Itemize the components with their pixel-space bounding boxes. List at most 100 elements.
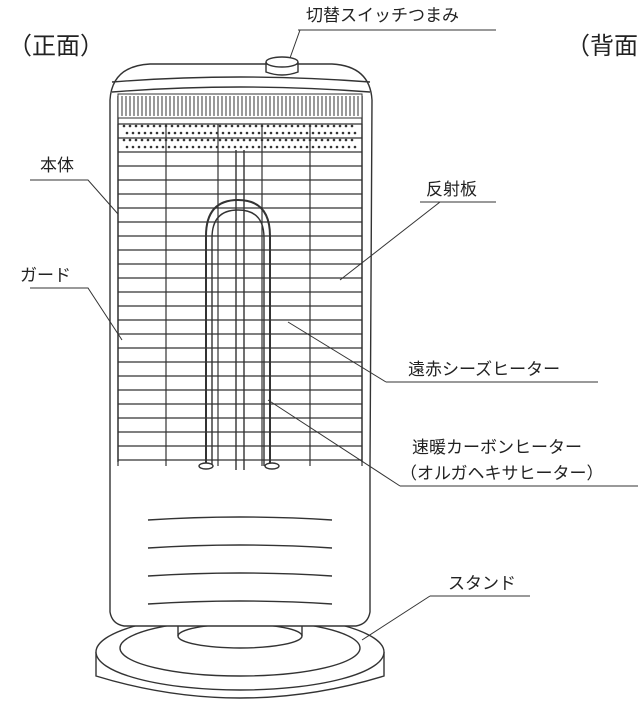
perforation-dot	[317, 131, 321, 135]
perforation-dot	[299, 145, 303, 149]
perforation-dot	[155, 145, 159, 149]
perforation-dot	[131, 145, 135, 149]
perforation-dot	[218, 124, 222, 128]
orgahexa-heater-label: （オルガヘキサヒーター）	[400, 464, 604, 484]
perforation-dot	[242, 124, 246, 128]
perforation-dot	[266, 138, 270, 142]
perforation-dot	[332, 124, 336, 128]
perforation-dot	[248, 124, 252, 128]
perforation-dot	[320, 124, 324, 128]
perforation-dot	[125, 131, 129, 135]
perforation-dot	[188, 124, 192, 128]
perforation-dot	[245, 131, 249, 135]
heater-elements	[198, 150, 280, 470]
perforation-dot	[281, 145, 285, 149]
perforation-dot	[137, 145, 141, 149]
perforation-dot	[200, 138, 204, 142]
perforation-dot	[287, 131, 291, 135]
perforation-dot	[281, 131, 285, 135]
leader-lines	[30, 29, 638, 641]
perforation-dot	[227, 131, 231, 135]
perforation-dot	[290, 124, 294, 128]
perforation-dot	[179, 131, 183, 135]
perforation-dot	[290, 138, 294, 142]
perforation-dot	[230, 138, 234, 142]
perforation-dot	[176, 124, 180, 128]
perforation-dot	[122, 138, 126, 142]
perforation-dot	[293, 145, 297, 149]
top-vents	[117, 93, 363, 119]
perforation-dot	[194, 138, 198, 142]
perforation-dot	[305, 145, 309, 149]
perforation-dot	[161, 145, 165, 149]
perforation-dot	[122, 124, 126, 128]
carbon-heater-label: 速暖カーボンヒーター	[412, 438, 582, 458]
perforation-dot	[275, 131, 279, 135]
perforation-dot	[212, 138, 216, 142]
vent-lines	[121, 96, 359, 116]
perforation-dot	[203, 131, 207, 135]
perforation-dot	[332, 138, 336, 142]
perforation-dot	[269, 131, 273, 135]
perforation-dot	[173, 145, 177, 149]
heater-body	[109, 63, 373, 627]
perforation-dot	[239, 131, 243, 135]
perforation-dot	[209, 131, 213, 135]
perforation-dot	[149, 131, 153, 135]
perforation-dot	[278, 124, 282, 128]
perforation-dot	[326, 124, 330, 128]
perforation-dot	[296, 138, 300, 142]
perforation-dot	[323, 131, 327, 135]
perforation-dot	[341, 131, 345, 135]
guard-wires	[117, 123, 363, 466]
perforation-dot	[137, 131, 141, 135]
perforation-dot	[254, 124, 258, 128]
perforation-dot	[206, 138, 210, 142]
perforation-dot	[320, 138, 324, 142]
perforation-dot	[353, 131, 357, 135]
perforation-dot	[203, 145, 207, 149]
front-view-label: （正面）	[8, 32, 104, 60]
perforation-dot	[173, 131, 177, 135]
perforation-dot	[296, 124, 300, 128]
perforation-dot	[200, 124, 204, 128]
perforation-dot	[239, 145, 243, 149]
perforation-dot	[335, 131, 339, 135]
guard-label: ガード	[20, 266, 71, 286]
perforation-dot	[233, 145, 237, 149]
perforation-dot	[272, 138, 276, 142]
perforation-dot	[263, 145, 267, 149]
perforation-dot	[323, 145, 327, 149]
perforation-dot	[158, 138, 162, 142]
perforation-dot	[251, 145, 255, 149]
perforation-dot	[128, 138, 132, 142]
perforation-dot	[146, 138, 150, 142]
perforation-dot	[266, 124, 270, 128]
perforation-dot	[347, 145, 351, 149]
perforation-dot	[197, 131, 201, 135]
perforation-dot	[233, 131, 237, 135]
perforation-dot	[206, 124, 210, 128]
perforation-dot	[311, 131, 315, 135]
perforation-dot	[299, 131, 303, 135]
perforation-dot	[251, 131, 255, 135]
reflector-label: 反射板	[426, 180, 477, 200]
perforation-dot	[170, 138, 174, 142]
perforation-dot	[197, 145, 201, 149]
stand-label: スタンド	[448, 574, 516, 594]
perforation-dot	[287, 145, 291, 149]
perforation-dot	[152, 138, 156, 142]
perforation-dot	[275, 145, 279, 149]
perforation-dot	[245, 145, 249, 149]
perforation-dot	[176, 138, 180, 142]
perforation-dot	[128, 124, 132, 128]
perforation-dot	[179, 145, 183, 149]
far-infrared-heater-label: 遠赤シーズヒーター	[408, 360, 561, 380]
perforation-dot	[344, 138, 348, 142]
perforation-dot	[338, 138, 342, 142]
perforation-dot	[227, 145, 231, 149]
switch-knob	[265, 56, 299, 76]
perforation-dot	[269, 145, 273, 149]
perforation-dot	[236, 138, 240, 142]
perforation-dot	[278, 138, 282, 142]
